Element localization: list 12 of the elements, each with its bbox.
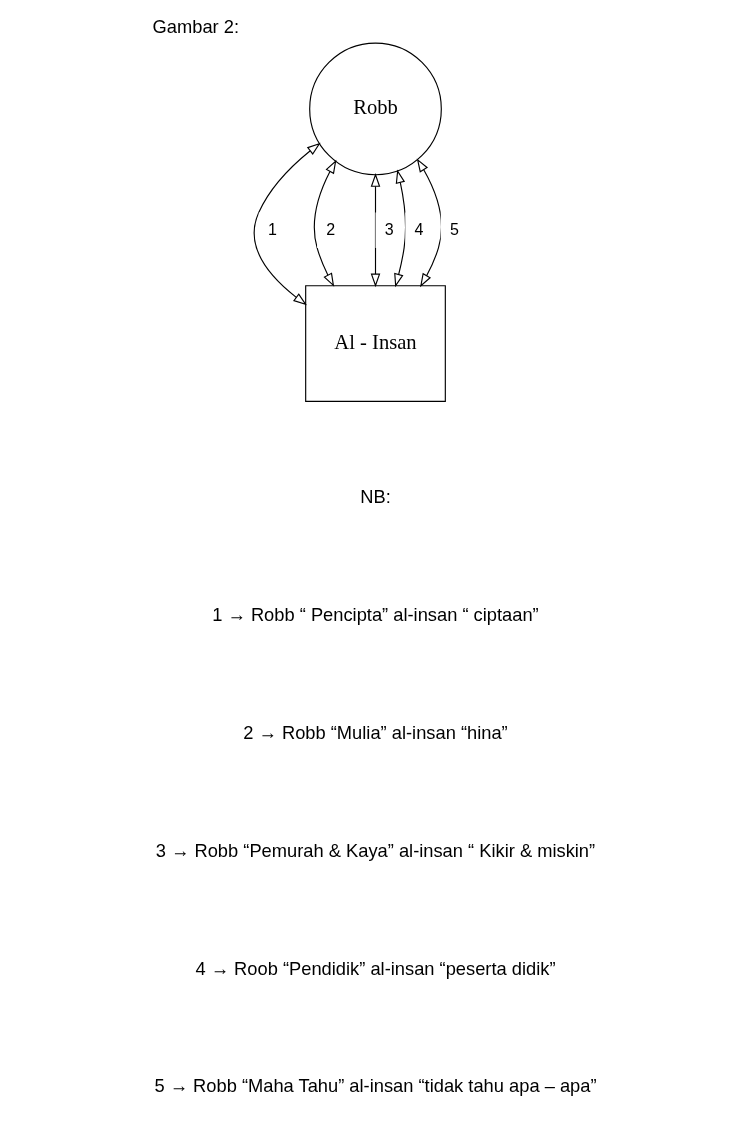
edge-label: 3 — [384, 220, 394, 239]
label: 5 → Robb “Maha Tahu” al-insan “tidak tahu apa – apa” — [153, 1075, 597, 1097]
edge-label: 5 — [449, 220, 459, 239]
label: 3 → Robb “Pemurah & Kaya” al-insan “ Kikir & miskin” — [155, 839, 595, 861]
label: NB: — [359, 485, 391, 507]
edge-label: 4 — [413, 220, 423, 239]
diagram-title: Gambar 2: — [152, 15, 239, 37]
edge-label: 2 — [325, 220, 335, 239]
edge-label: 1 — [267, 220, 277, 239]
label: 1 → Robb “ Pencipta” al-insan “ ciptaan” — [211, 603, 539, 625]
label: 4 → Roob “Pendidik” al-insan “peserta didik” — [194, 957, 556, 979]
label: 2 → Robb “Mulia” al-insan “hina” — [242, 721, 508, 743]
